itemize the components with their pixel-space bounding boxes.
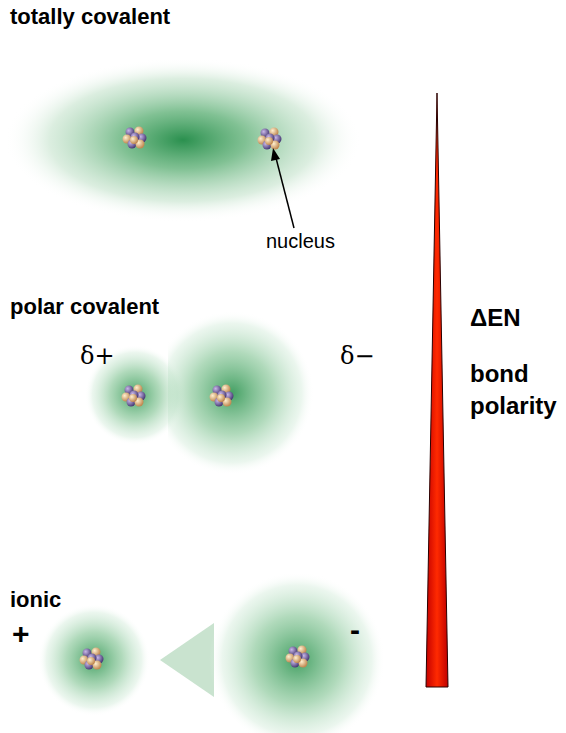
section-heading: totally covalent — [10, 2, 170, 32]
electron-cloud — [168, 311, 314, 475]
partial-charge: δ− — [340, 340, 375, 372]
ion-charge: - — [350, 610, 360, 651]
nucleus-symbol — [258, 128, 282, 150]
partial-charge: δ+ — [80, 340, 115, 372]
leader-line — [276, 158, 294, 228]
ion-charge: + — [12, 614, 30, 655]
nucleus-symbol — [210, 385, 234, 407]
section-heading: ionic — [10, 585, 61, 615]
electron-cloud — [5, 58, 361, 222]
axis-label: ΔEN — [470, 302, 521, 334]
nucleus-symbol — [286, 646, 310, 668]
cation-cloud — [38, 604, 150, 716]
nucleus-symbol — [122, 385, 146, 407]
section-heading: polar covalent — [10, 292, 159, 322]
callout-label: nucleus — [266, 228, 335, 255]
axis-label: bond polarity — [470, 358, 562, 423]
anion-cloud — [209, 572, 385, 733]
nucleus-symbol — [123, 127, 147, 149]
nucleus-symbol — [80, 648, 104, 670]
electron-transfer-arrow — [160, 623, 214, 697]
polarity-scale — [426, 93, 448, 687]
leader-arrowhead — [271, 148, 280, 161]
